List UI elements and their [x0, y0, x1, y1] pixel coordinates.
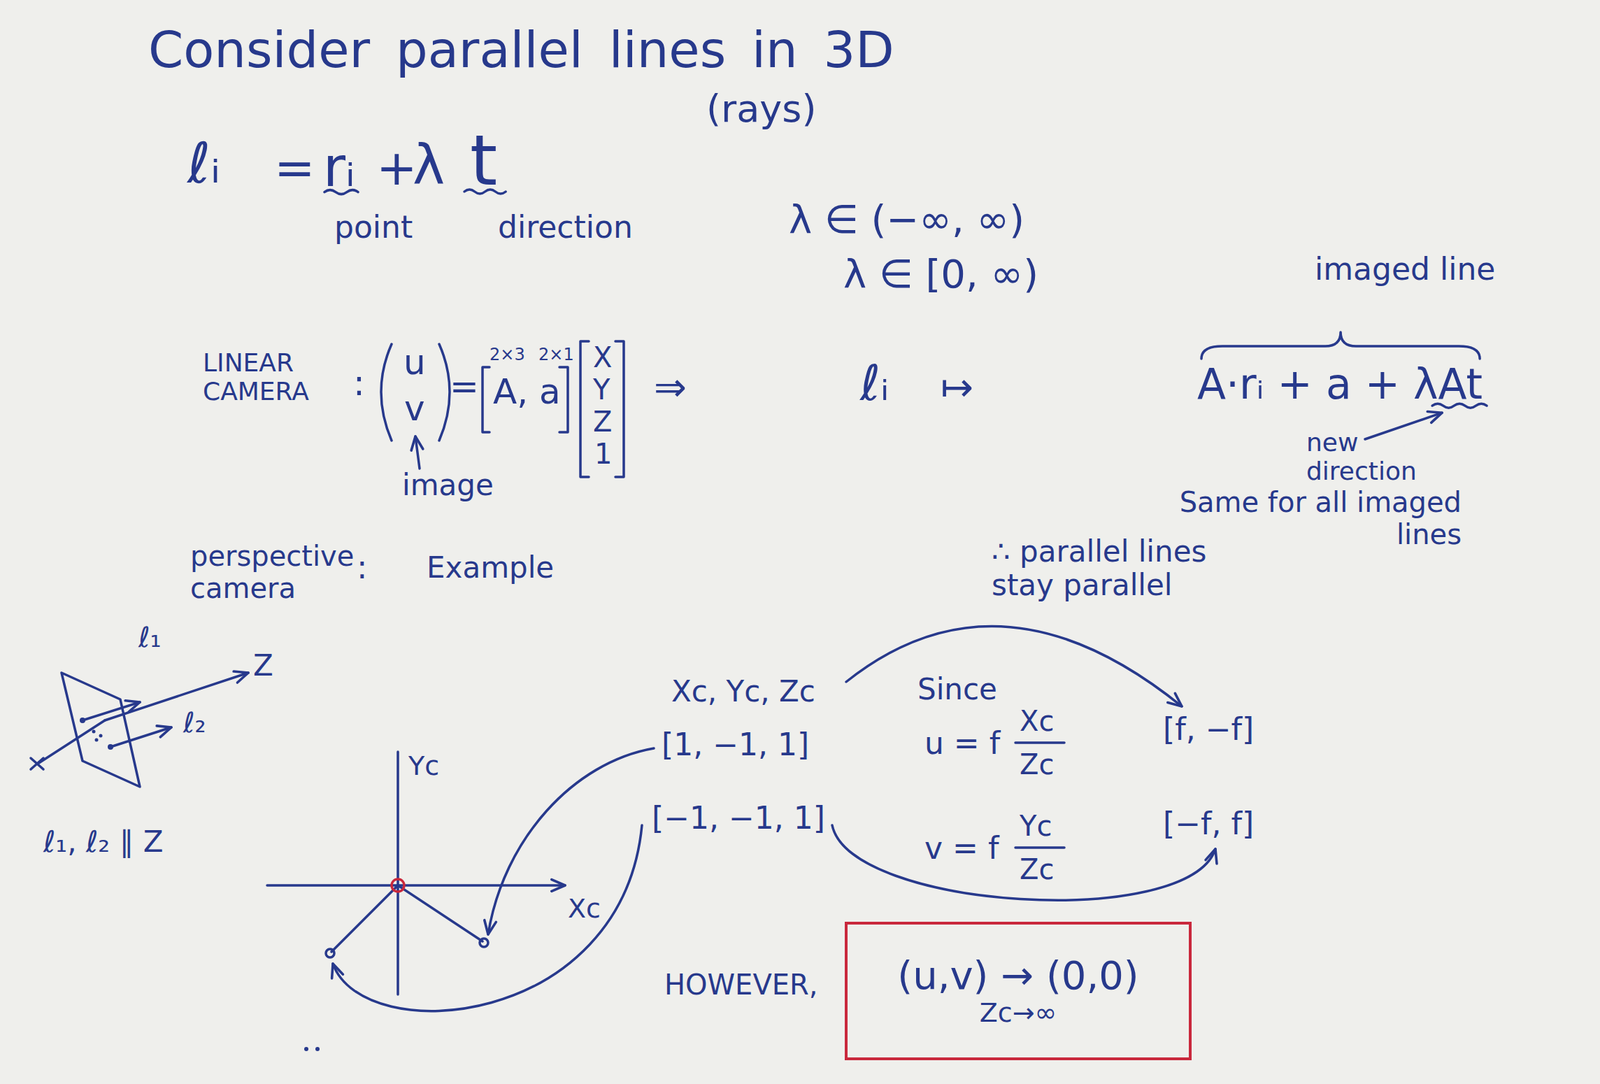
curly-brace [1201, 332, 1480, 359]
math-symbol: ⇒ [653, 365, 687, 410]
z-axis [104, 672, 249, 721]
bracket-left [482, 367, 490, 433]
annotation: point [334, 209, 413, 246]
math-symbol: ℓᵢ [860, 355, 889, 412]
image-coordinate: [−f, f] [1162, 806, 1254, 842]
board-title: Consider parallel lines in 3D [148, 20, 895, 80]
projection-ray [331, 885, 398, 952]
math-range: λ ∈ (−∞, ∞) [788, 197, 1025, 242]
annotation: new direction [1306, 427, 1447, 487]
pointer-arrow [1365, 412, 1442, 440]
axis-label: Z [253, 648, 274, 683]
xc-axis [267, 883, 566, 887]
matrix-entry: A, a [493, 372, 561, 413]
math-symbol: = [449, 367, 480, 408]
fraction-numerator: Xc [1019, 704, 1054, 738]
coordinate-vector: [−1, −1, 1] [651, 800, 826, 837]
curved-arrow [488, 748, 654, 935]
bracket-right [559, 367, 568, 433]
dot [92, 730, 96, 734]
projection-ray [397, 885, 483, 942]
annotation: direction [497, 209, 633, 246]
section-label: perspective camera [190, 539, 380, 605]
dot [79, 717, 86, 724]
yc-axis [396, 751, 400, 995]
origin-marker [391, 879, 405, 892]
fraction-bar [1015, 846, 1065, 849]
dimension-note: 2×3 [489, 345, 526, 366]
math-symbol: v [404, 388, 426, 430]
image-plane [61, 672, 140, 787]
bracket-left [580, 341, 589, 477]
math-symbol: = [274, 139, 316, 197]
axis-label: Xc [567, 893, 601, 925]
paren-left [381, 344, 392, 441]
dot [95, 738, 99, 742]
coordinate-vector: [1, −1, 1] [661, 727, 810, 763]
curved-arrow [332, 825, 642, 1012]
matrix-entry: X [593, 341, 612, 374]
limit-condition: Zc→∞ [979, 997, 1057, 1029]
dot [99, 734, 103, 738]
image-point [325, 948, 335, 958]
fraction-numerator: Yc [1019, 809, 1052, 842]
fraction-denominator: Zc [1019, 748, 1054, 781]
math-symbol: u [403, 342, 426, 384]
math-statement: ℓ₁, ℓ₂ ∥ Z [43, 825, 164, 859]
math-symbol: λ [412, 134, 445, 198]
fraction-bar [1015, 741, 1065, 745]
matrix-entry: Z [593, 405, 612, 438]
result-box: (u,v) → (0,0)Zc→∞ [844, 921, 1192, 1061]
axis-label: Yc [408, 751, 440, 782]
annotation: image [402, 468, 494, 503]
math-symbol: t [469, 120, 498, 201]
section-label: LINEAR CAMERA [202, 348, 319, 407]
optical-axis-back [37, 720, 105, 764]
math-expression: A·rᵢ + a + λAt [1197, 360, 1483, 409]
curved-arrow [846, 625, 1182, 707]
image-coordinate: [f, −f] [1162, 711, 1254, 748]
coordinate-header: Xc, Yc, Zc [671, 674, 816, 709]
dot [107, 744, 114, 750]
math-range: λ ∈ [0, ∞) [843, 251, 1039, 297]
math-symbol: ↦ [940, 365, 974, 410]
annotation: imaged line [1314, 251, 1496, 288]
annotation: Example [426, 551, 554, 585]
note: (rays) [706, 87, 817, 131]
matrix-entry: 1 [594, 437, 612, 470]
math-symbol: rᵢ [323, 136, 356, 200]
math-symbol: ℓᵢ [187, 131, 221, 196]
fraction-denominator: Zc [1019, 853, 1054, 886]
image-point [479, 938, 489, 947]
conclusion-note: ∴ parallel lines stay parallel [991, 534, 1244, 603]
pointer-arrow [415, 436, 420, 469]
dot [315, 1046, 320, 1052]
bracket-right [615, 341, 624, 477]
line-l2 [110, 727, 172, 747]
math-symbol: : [356, 548, 368, 587]
limit-expression: (u,v) → (0,0) [897, 953, 1139, 998]
axis-cross [30, 758, 44, 770]
dot [304, 1046, 309, 1052]
matrix-entry: Y [593, 373, 610, 406]
line-l1 [82, 702, 140, 721]
math-expression: u = f [924, 725, 1000, 762]
line-label: ℓ₂ [183, 706, 207, 739]
paren-right [439, 344, 450, 441]
math-expression: v = f [924, 830, 999, 867]
annotation: HOWEVER, [664, 968, 819, 1001]
annotation: Since [917, 672, 998, 707]
dimension-note: 2×1 [538, 345, 575, 366]
math-symbol: + [376, 139, 418, 197]
math-symbol: : [353, 363, 366, 405]
line-label: ℓ₁ [138, 620, 162, 654]
